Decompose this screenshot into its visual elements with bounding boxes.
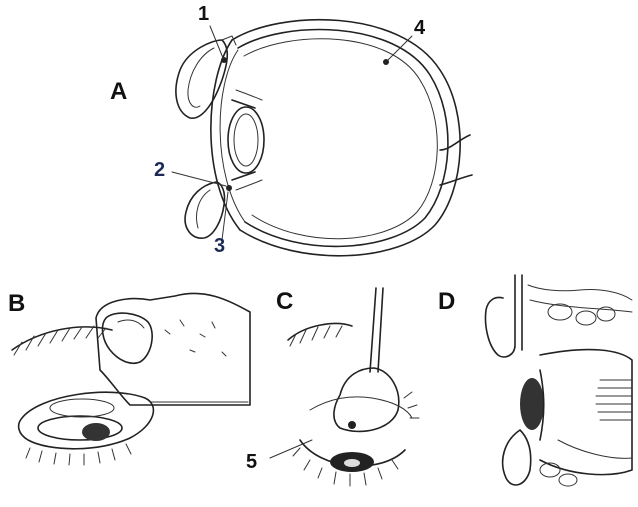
marker-2: 2	[154, 160, 165, 180]
marker-4: 4	[414, 18, 425, 38]
panel-a-eyeball	[211, 20, 472, 256]
panel-d-illustration	[486, 275, 633, 486]
marker-1: 1	[198, 4, 209, 24]
panel-c-label: C	[276, 290, 293, 314]
panel-a-label: A	[110, 80, 127, 104]
panel-a-upper-eyelid	[176, 36, 236, 118]
marker-3: 3	[214, 236, 225, 256]
panel-c-illustration	[270, 288, 419, 486]
marker-5: 5	[246, 452, 257, 472]
panel-b-illustration	[12, 293, 250, 465]
panel-a-lower-eyelid	[185, 182, 224, 238]
leader-lines	[172, 26, 412, 240]
panel-d-label: D	[438, 290, 455, 314]
panel-b-label: B	[8, 292, 25, 316]
